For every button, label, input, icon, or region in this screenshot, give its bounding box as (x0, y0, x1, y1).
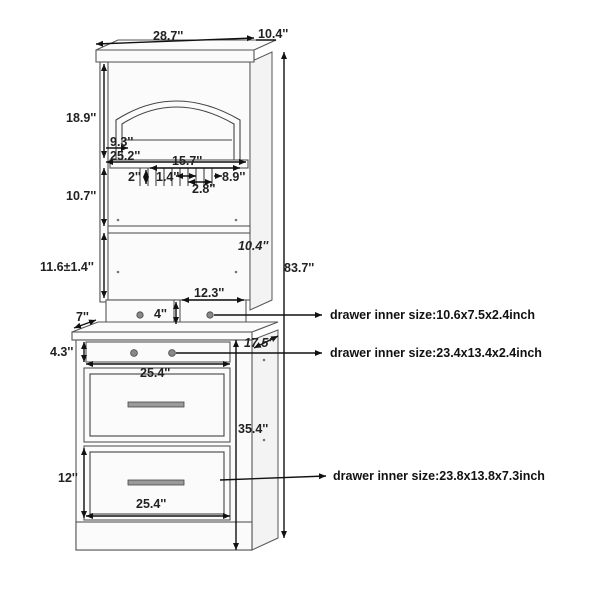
label-width-top: 28.7'' (153, 29, 183, 43)
label-wide-drawer-height: 4.3'' (50, 345, 73, 359)
cabinet-base (75, 521, 253, 551)
label-rack-width: 25.2'' (110, 149, 140, 163)
hutch-side-panel (249, 51, 273, 311)
wide-drawer (85, 341, 231, 363)
note-large-drawer: drawer inner size:23.8x13.8x7.3inch (333, 469, 545, 483)
label-cabinet-width: 25.4'' (140, 366, 170, 380)
dimension-lines (73, 35, 327, 550)
label-small-drawer-height: 4'' (154, 307, 167, 321)
label-large-drawer-height: 12'' (58, 471, 78, 485)
drawer-handle-lower (127, 479, 185, 486)
label-shelf-height: 11.6±1.4'' (40, 260, 94, 274)
note-small-drawer: drawer inner size:10.6x7.5x2.4inch (330, 308, 535, 322)
label-slot-depth: 2'' (128, 170, 141, 184)
arch-frame (115, 100, 241, 160)
label-shelf-gap: 10.7'' (66, 189, 96, 203)
counter-top (71, 321, 279, 333)
label-total-height: 83.7'' (284, 261, 314, 275)
drawer-notes: drawer inner size:10.6x7.5x2.4inch drawe… (330, 308, 545, 483)
label-small-drawer-width: 12.3'' (194, 286, 224, 300)
label-cabinet-depth: 17.5'' (244, 336, 275, 350)
drawer-handle-upper (127, 401, 185, 408)
label-slot-width: 1.4'' (156, 170, 179, 184)
counter-top-front (71, 331, 253, 341)
cabinet-drawing (71, 39, 279, 551)
label-base-width: 25.4'' (136, 497, 166, 511)
hutch-top-front (95, 49, 255, 63)
label-rack-span: 15.7'' (172, 154, 202, 168)
label-arch-height: 18.9'' (66, 111, 96, 125)
label-depth-top: 10.4'' (258, 27, 288, 41)
label-counter-depth: 7'' (76, 310, 89, 324)
hutch-back-panel (99, 61, 251, 301)
small-drawer-right (179, 299, 247, 325)
arch-frame-inner (121, 106, 235, 160)
note-wide-drawer: drawer inner size:23.4x13.4x2.4inch (330, 346, 542, 360)
label-slot-gap: 2.8'' (192, 182, 215, 196)
middle-shelf (107, 225, 251, 234)
label-rack-offset: 9.3'' (110, 135, 133, 149)
label-shelf-depth: 10.4'' (238, 239, 269, 253)
label-cabinet-height: 35.4'' (238, 422, 268, 436)
hutch-top (95, 39, 277, 51)
dimension-labels: 28.7'' 10.4'' 18.9'' 9.3'' 25.2'' 15.7''… (40, 27, 314, 511)
label-rack-depth: 8.9'' (222, 170, 245, 184)
